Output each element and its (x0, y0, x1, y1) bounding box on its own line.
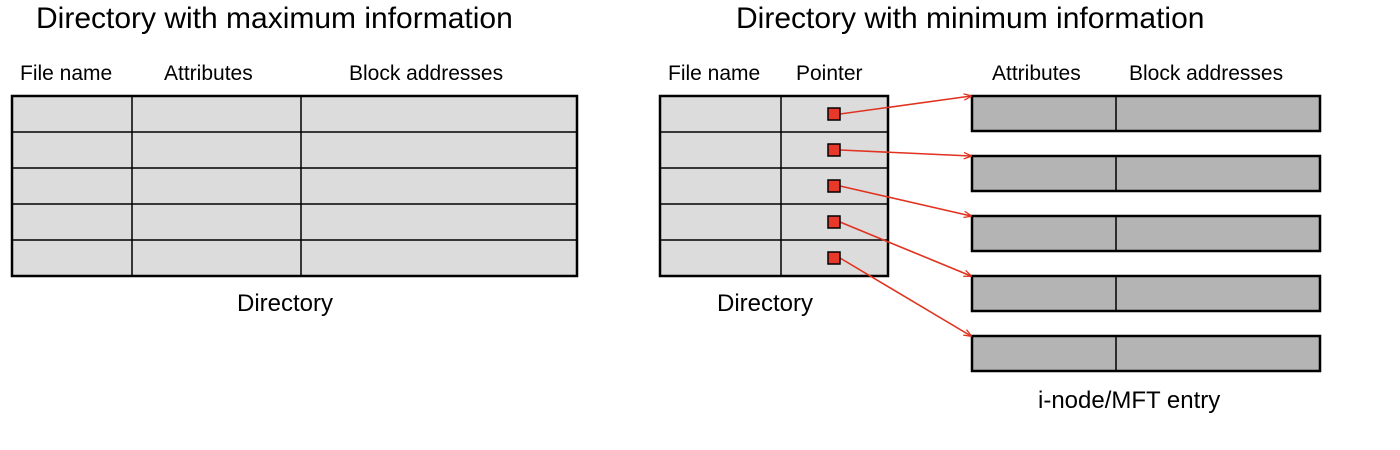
right-panel-title: Directory with minimum information (736, 2, 1205, 35)
entry-col-header-attributes: Attributes (992, 62, 1081, 85)
right-directory-caption: Directory (717, 290, 814, 317)
entry-col-header-block-addresses: Block addresses (1129, 62, 1284, 85)
entries-caption: i-node/MFT entry (1038, 387, 1221, 414)
pointer-arrow-4 (839, 221, 971, 276)
right-col-header-file-name: File name (668, 62, 761, 85)
inode-entry-4 (970, 274, 1322, 313)
pointer-marker-4 (827, 215, 841, 229)
left-directory-caption: Directory (237, 290, 334, 317)
pointer-marker-1 (827, 107, 841, 121)
pointer-arrow-2 (839, 149, 971, 156)
left-panel-title: Directory with maximum information (36, 2, 513, 35)
inode-entry-5 (970, 334, 1322, 373)
pointer-marker-5 (827, 251, 841, 265)
inode-entries (970, 94, 1322, 373)
right-directory-table (658, 94, 890, 278)
pointer-marker-2 (827, 143, 841, 157)
left-table-frame (10, 94, 579, 278)
pointer-arrow-1 (839, 96, 971, 115)
inode-entry-2 (970, 154, 1322, 193)
pointer-arrow-3 (839, 185, 971, 216)
left-directory-table (10, 94, 579, 278)
left-col-header-file-name: File name (20, 62, 113, 85)
left-col-header-block-addresses: Block addresses (349, 62, 504, 85)
inode-entry-3 (970, 214, 1322, 253)
pointer-markers (827, 107, 841, 265)
right-col-header-pointer: Pointer (796, 62, 863, 85)
inode-entry-1 (970, 94, 1322, 133)
right-table-frame (658, 94, 890, 278)
pointer-marker-3 (827, 179, 841, 193)
left-col-header-attributes: Attributes (164, 62, 253, 85)
pointer-arrow-5 (839, 257, 971, 336)
pointer-arrows (839, 96, 971, 336)
